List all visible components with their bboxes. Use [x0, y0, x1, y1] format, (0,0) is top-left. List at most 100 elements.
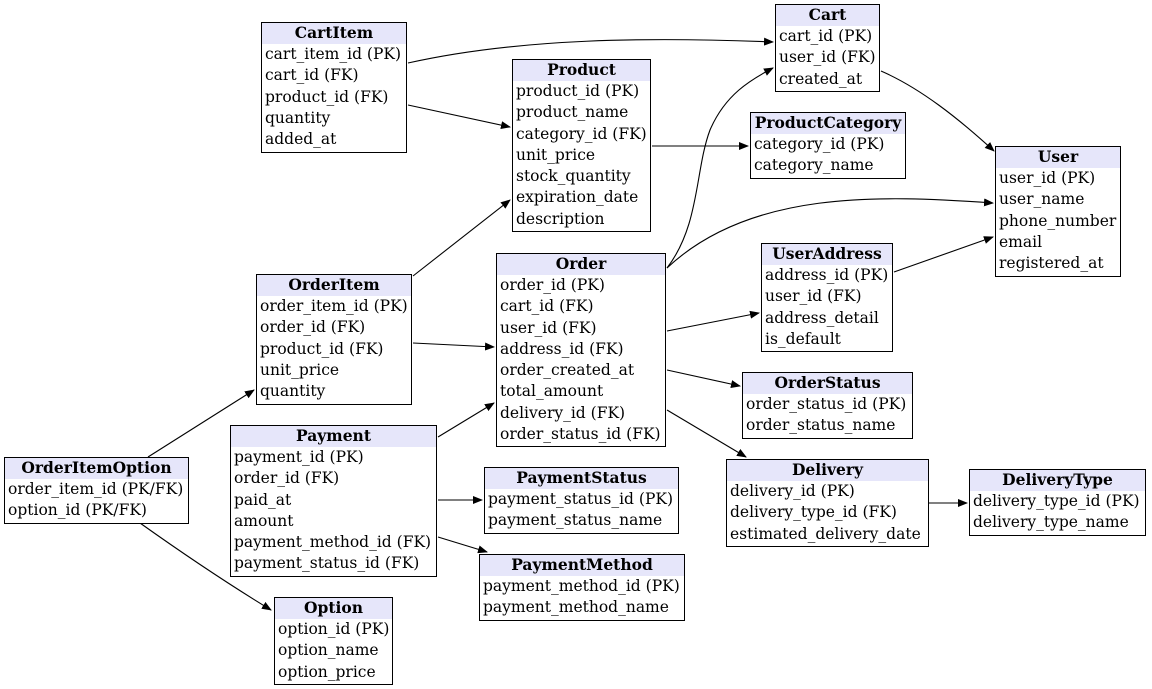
entity-title: ProductCategory	[751, 113, 905, 134]
entity-field: email	[999, 232, 1043, 251]
entity-field: category_id (FK)	[516, 124, 647, 143]
edge-orderitemoption-to-orderitem	[147, 389, 255, 458]
entity-field: order_status_id (FK)	[500, 425, 661, 444]
entity-field: address_id (PK)	[765, 266, 889, 284]
entity-field: user_name	[999, 190, 1085, 209]
entity-field: product_id (FK)	[265, 87, 389, 106]
entity-field: description	[516, 209, 605, 228]
entity-title: User	[996, 147, 1120, 168]
entity-field: category_id (PK)	[754, 135, 885, 153]
entity-field: payment_status_id (FK)	[234, 554, 420, 573]
edge-useraddress-to-user	[893, 236, 994, 273]
entity-field: order_status_id (PK)	[746, 395, 907, 413]
entity-field: address_detail	[765, 308, 879, 327]
edge-order-to-orderstatus	[666, 369, 741, 388]
entity-title: DeliveryType	[970, 470, 1145, 491]
entity-field: option_id (PK)	[278, 620, 390, 638]
entity-field: cart_id (FK)	[265, 66, 359, 85]
entity-field: option_name	[278, 641, 379, 660]
entity-field: address_id (FK)	[500, 339, 624, 358]
entity-field: delivery_id (FK)	[500, 403, 626, 422]
entity-field: user_id (PK)	[999, 169, 1096, 187]
entity-field: amount	[234, 511, 294, 530]
entity-field: payment_status_name	[488, 511, 663, 530]
entity-field: unit_price	[516, 145, 596, 164]
entity-field: payment_method_id (PK)	[483, 577, 680, 595]
entity-field: created_at	[779, 69, 863, 88]
entity-field: delivery_id (PK)	[730, 482, 855, 500]
entity-title: CartItem	[262, 23, 406, 44]
entity-title: PaymentStatus	[485, 468, 678, 489]
entity-field: payment_method_id (FK)	[234, 533, 432, 552]
entity-field: order_item_id (PK)	[260, 297, 408, 315]
entity-field: total_amount	[500, 382, 604, 401]
edge-payment-to-paymentmethod	[437, 536, 488, 554]
entity-field: cart_id (PK)	[779, 27, 873, 45]
entity-title: Product	[513, 60, 650, 81]
entity-field: product_id (FK)	[260, 339, 384, 358]
entity-title: OrderStatus	[743, 373, 912, 394]
entity-field: quantity	[260, 382, 326, 401]
entity-field: category_name	[754, 156, 874, 175]
entity-field: product_name	[516, 103, 629, 122]
entity-field: order_id (PK)	[500, 276, 605, 294]
edge-cartitem-to-product	[407, 104, 511, 130]
entity-field: paid_at	[234, 490, 292, 509]
entity-field: is_default	[765, 329, 841, 348]
edge-order-to-cart	[666, 67, 774, 269]
entity-field: unit_price	[260, 360, 340, 379]
edge-orderitemoption-to-option	[139, 522, 272, 611]
entity-title: Payment	[231, 426, 436, 447]
entity-title: UserAddress	[762, 244, 892, 265]
entity-field: delivery_type_id (PK)	[973, 492, 1140, 510]
entity-field: payment_id (PK)	[234, 448, 364, 466]
entity-title: PaymentMethod	[480, 555, 684, 576]
entity-field: expiration_date	[516, 188, 639, 207]
entity-title: Order	[497, 254, 665, 275]
entity-field: order_status_name	[746, 416, 896, 435]
entity-field: order_id (FK)	[234, 469, 340, 488]
entity-field: stock_quantity	[516, 167, 631, 186]
entity-field: phone_number	[999, 211, 1117, 230]
entity-title: Option	[275, 598, 392, 619]
entity-field: payment_method_name	[483, 598, 669, 617]
edge-cart-to-user	[880, 70, 995, 152]
edge-order-to-delivery	[666, 409, 747, 458]
entity-field: cart_item_id (PK)	[265, 45, 402, 63]
entity-field: estimated_delivery_date	[730, 524, 921, 543]
entity-field: user_id (FK)	[765, 287, 862, 306]
entity-field: option_id (PK/FK)	[8, 501, 147, 520]
edge-orderitem-to-product	[412, 199, 511, 277]
edge-order-to-user	[666, 198, 994, 269]
edge-order-to-useraddress	[666, 310, 760, 332]
entity-title: Delivery	[727, 460, 928, 481]
entity-field: added_at	[265, 130, 337, 149]
edge-orderitem-to-order	[412, 342, 495, 351]
entity-field: option_price	[278, 662, 376, 681]
entity-field: order_created_at	[500, 361, 635, 380]
entity-field: delivery_type_name	[973, 513, 1129, 532]
edge-cartitem-to-cart	[407, 37, 774, 64]
entity-field: user_id (FK)	[500, 318, 597, 337]
entity-field: quantity	[265, 108, 331, 127]
entity-field: order_item_id (PK/FK)	[8, 480, 184, 498]
entity-field: user_id (FK)	[779, 48, 876, 67]
edge-payment-to-order	[437, 402, 495, 438]
entity-title: OrderItem	[257, 275, 411, 296]
entity-field: payment_status_id (PK)	[488, 490, 674, 508]
